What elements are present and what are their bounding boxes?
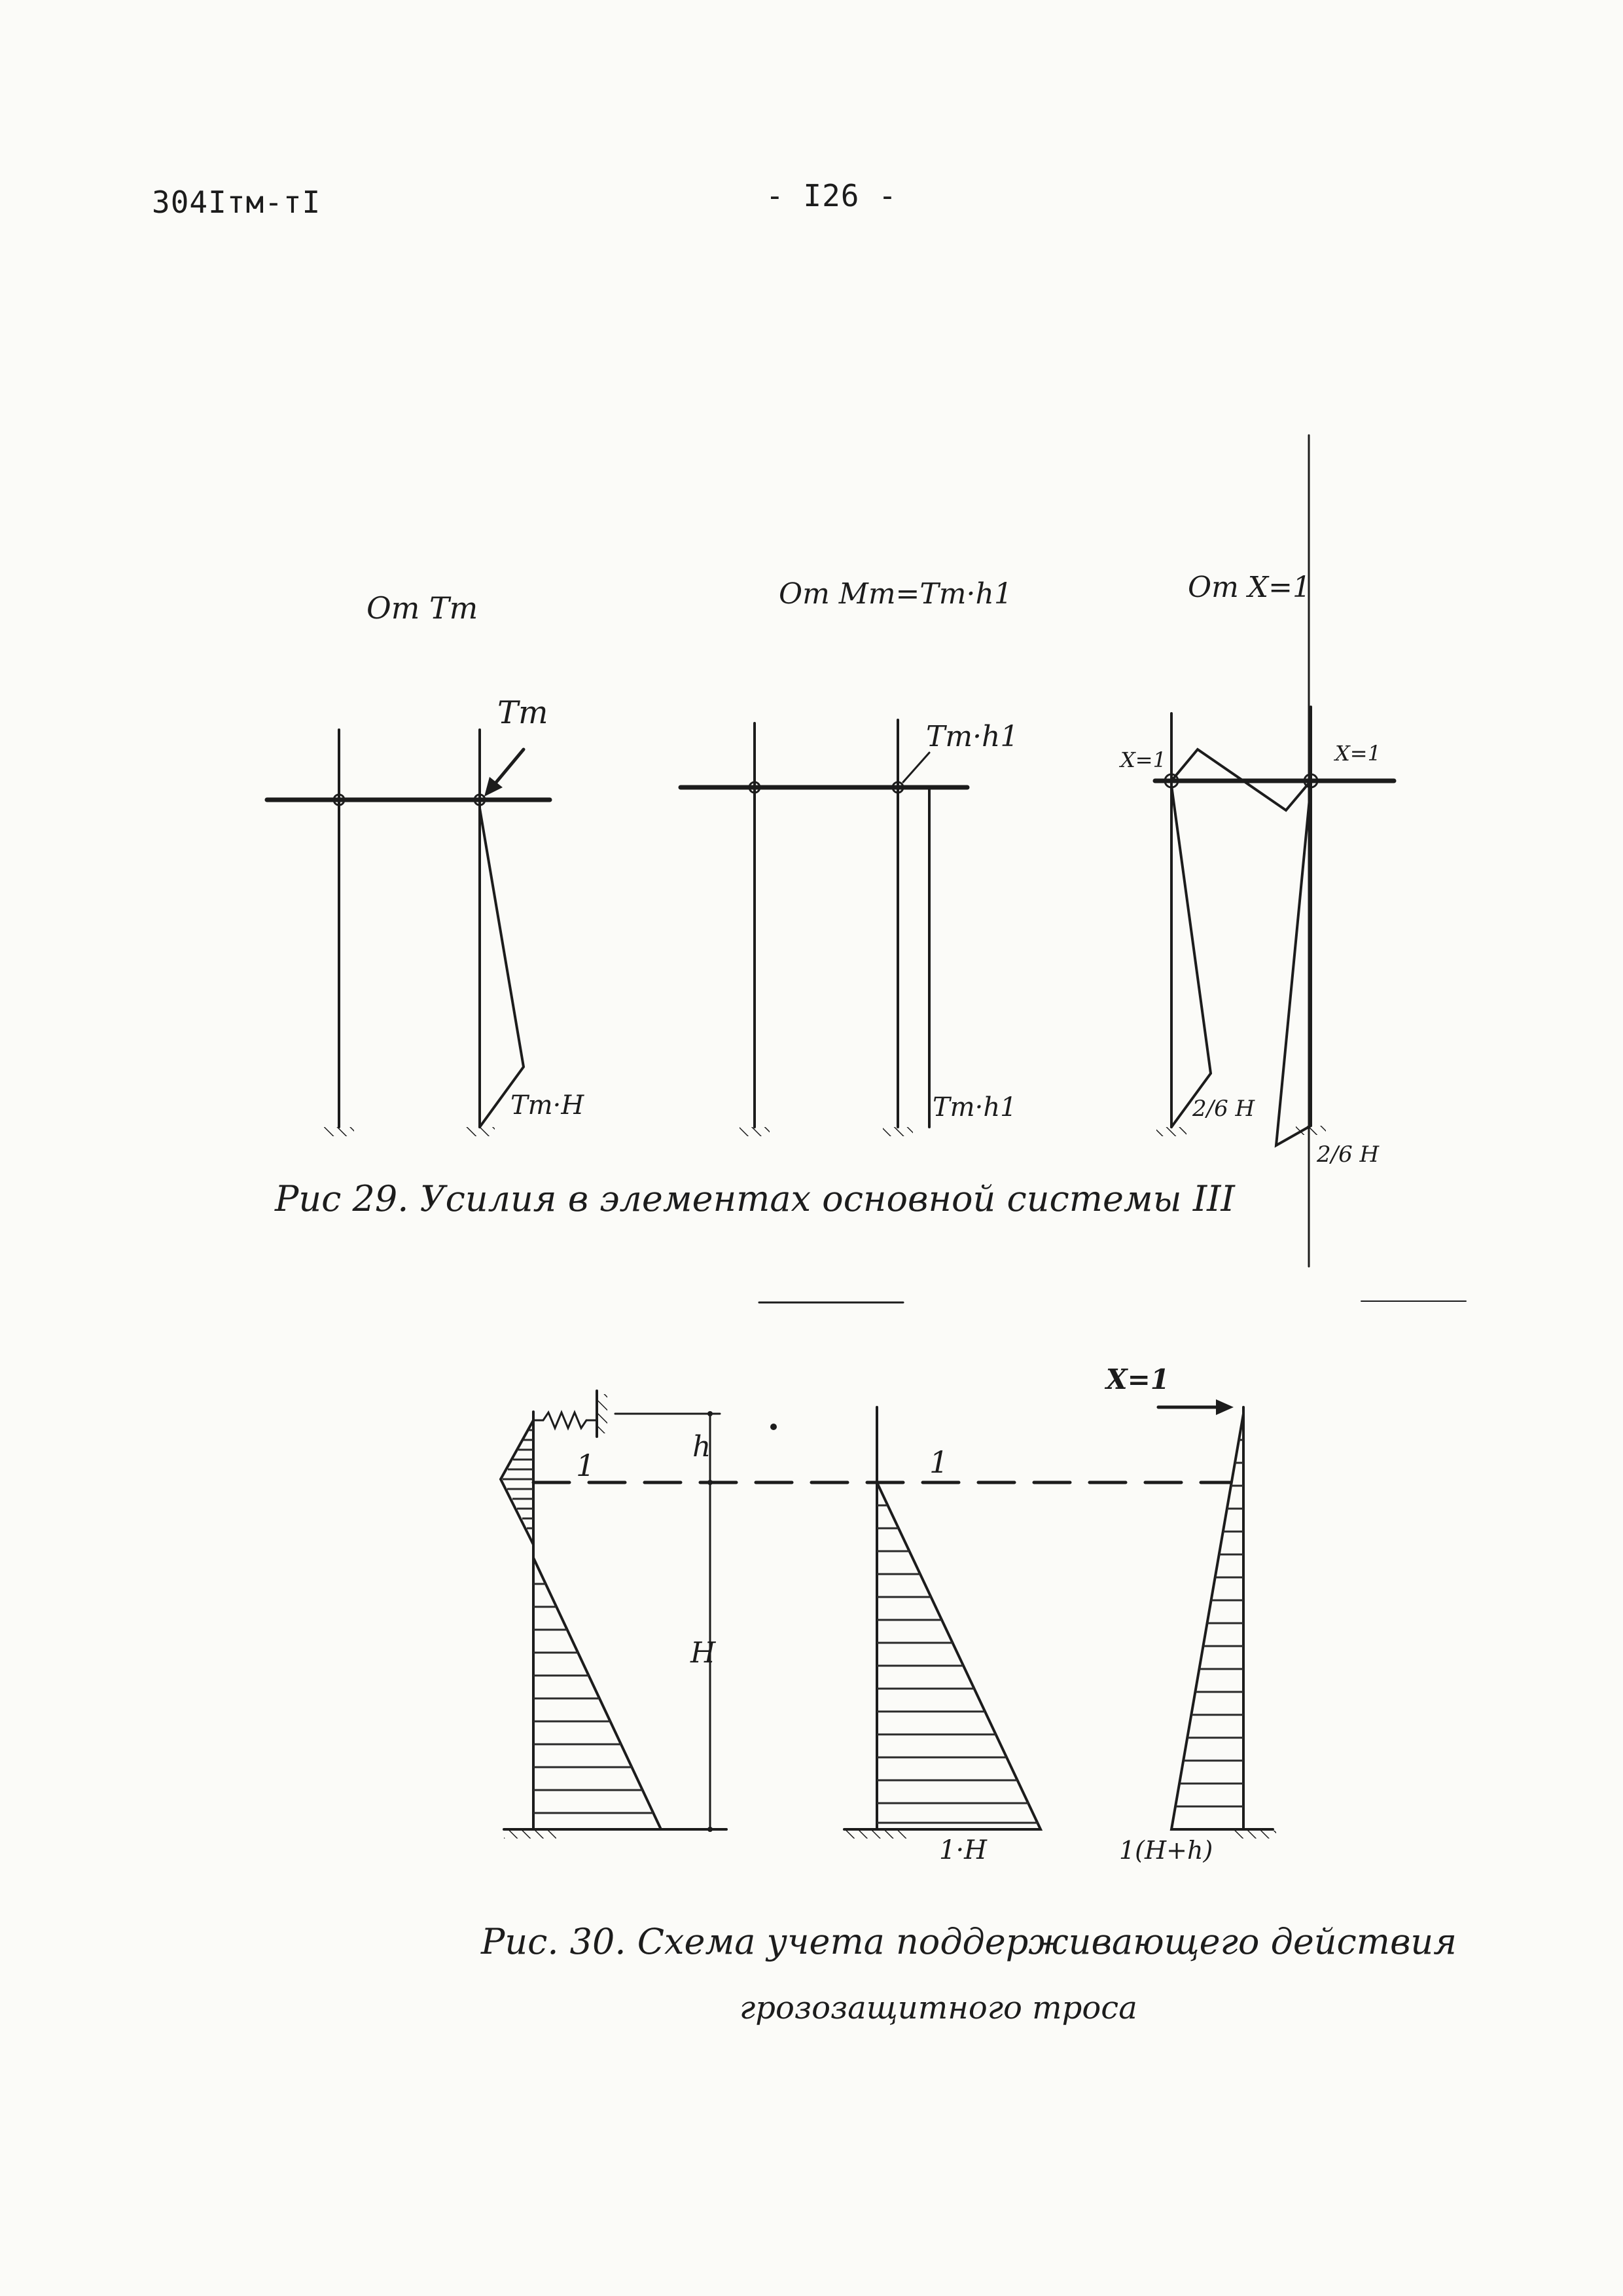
fig29-panel1-load-label: Tт (497, 694, 548, 731)
fig29-panel3-x-right: X=1 (1333, 741, 1381, 766)
fig30-x-label: X=1 (1104, 1363, 1169, 1395)
document-code: 304Iтм-тI (152, 185, 321, 220)
fig29-panel1-moment-diagram (478, 807, 526, 1128)
fig30-dim-H: H (690, 1636, 717, 1670)
fig30-right-diagram: X=1 1(H+h) (1104, 1363, 1276, 1865)
fig29-panel2-moment-bottom-label: Tт·h1 (933, 1092, 1017, 1122)
fig29-panel3-left-moment (1170, 784, 1213, 1128)
fig29-panel3-x-left: X=1 (1118, 747, 1166, 772)
fig29-panel3-title: От X=1 (1188, 571, 1311, 604)
fig29-panel2-frame: От Mт=Tт·h1 Tт·h1 Tт·h1 (678, 577, 1018, 1136)
fig30-moment-mid: 1·H (939, 1835, 988, 1865)
figure-30-caption-line2: грозозащитного троса (740, 1990, 1137, 2026)
fig29-panel3-moment-right: 2/6 H (1316, 1141, 1380, 1168)
figure-29: От Tт Tт Tт·H От Mт=Tт·h1 (264, 434, 1397, 1268)
fig30-left-diagram: h H (499, 1390, 728, 1839)
fig30-label-one-left: 1 (576, 1448, 595, 1483)
fig29-panel3-frame: От X=1 X=1 X=1 2/6 H 2/6 H (1118, 571, 1397, 1168)
figure-30: h H 1 1 (499, 1363, 1276, 1865)
fig30-label-one-mid: 1 (929, 1444, 948, 1480)
fig30-dim-h: h (692, 1430, 711, 1463)
fig30-spring (532, 1410, 597, 1431)
fig30-moment-right: 1(H+h) (1119, 1836, 1213, 1865)
fig29-panel3-beam-moment (1170, 747, 1312, 812)
fig29-panel3-right-moment (1274, 784, 1312, 1148)
fig29-panel1-moment-label: Tт·H (510, 1090, 584, 1121)
fig29-panel1-frame: От Tт Tт Tт·H (264, 590, 584, 1136)
fig29-panel1-load-arrow (489, 747, 526, 791)
figure-30-caption-line1: Рис. 30. Схема учета поддерживающего дей… (481, 1921, 1457, 1962)
fig30-middle-diagram: 1·H (843, 1406, 1043, 1865)
figure-29-caption: Рис 29. Усилия в элементах основной сист… (275, 1178, 1235, 1219)
fig29-panel3-moment-left: 2/6 H (1192, 1096, 1256, 1122)
fig29-panel2-moment-top-label: Tт·h1 (926, 720, 1018, 753)
fig29-panel2-moment-diagram (897, 786, 931, 1128)
fig29-panel1-title: От Tт (366, 590, 478, 626)
fig29-panel2-title: От Mт=Tт·h1 (779, 577, 1012, 611)
page-number: - I26 - (766, 178, 897, 213)
